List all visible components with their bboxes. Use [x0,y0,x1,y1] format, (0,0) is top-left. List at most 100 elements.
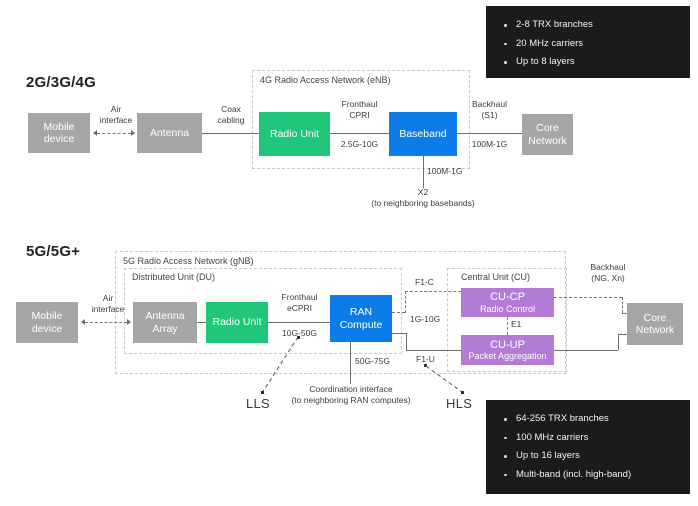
link-backhaul-s1-label: Backhaul (S1) [457,99,522,120]
hls-anchor-dot [424,364,427,367]
node-core-network-5g: Core Network [627,303,683,345]
air-arrow-left-4g [93,130,97,136]
link-fronthaul-rate-5g: 10G-50G [282,328,317,338]
node-label-line2: device [43,133,75,145]
caption-line2: (NG, Xn) [591,272,625,283]
node-label-line1: RAN [349,306,373,319]
node-label-line1: CU-CP [490,291,525,303]
caption-line1: Coordination interface [309,384,393,394]
link-f1c-label: F1-C [415,277,434,287]
node-mobile-device-5g: Mobile device [16,302,78,343]
link-fronthaul-ecpri-label: Fronthaul eCPRI [269,292,330,313]
link-coordination-line [350,342,351,384]
link-backhaul-cp-stub [622,313,628,314]
node-label-line2: Network [635,324,675,336]
caption-line2: interface [99,114,133,125]
node-antenna-array-5g: Antenna Array [133,302,197,343]
caption-line1: Coax [221,104,241,114]
caption-line1: X2 [417,187,429,197]
link-coax-label: Coax cabling [202,104,260,125]
caption-line2: CPRI [349,109,370,120]
link-f1u-riser [406,333,407,350]
link-backhaul-up-line [554,350,618,351]
link-f1c-stub [392,312,405,313]
link-backhaul-up-stub [618,334,628,335]
cu-group-boundary [447,268,567,372]
cu-group-label: Central Unit (CU) [459,272,533,282]
link-backhaul-cp-line [554,297,622,298]
list-item: 20 MHz carriers [502,35,678,54]
link-f1c-rate: 1G-10G [410,314,441,324]
link-x2-label: X2 (to neighboring basebands) [333,187,513,208]
node-label-line2: Network [528,134,567,147]
link-coordination-rate: 50G-75G [355,356,390,366]
legacy-spec-panel: 2-8 TRX branches 20 MHz carriers Up to 8… [486,6,690,78]
link-e1-line [507,317,508,335]
node-cu-cp: CU-CP Radio Control [461,288,554,317]
enb-group-label: 4G Radio Access Network (eNB) [258,75,393,85]
link-backhaul-rate-4g: 100M-1G [471,139,508,149]
link-backhaul-line-4g [457,133,522,134]
node-baseband-4g: Baseband [389,112,457,156]
node-label-line2: device [31,322,63,335]
link-f1u-line [406,350,461,351]
link-fronthaul-line-4g [330,133,389,134]
link-antenna-to-radio-5g [197,322,206,323]
node-label-line1: Radio Unit [212,316,262,329]
link-f1u-stub [392,333,406,334]
caption-line1: Air [102,293,114,303]
link-backhaul-up-riser [618,334,619,350]
node-label-line1: Antenna [149,126,190,139]
node-label-line2: Compute [339,318,383,331]
link-e1-label: E1 [511,319,522,329]
node-label-line1: CU-UP [490,338,525,351]
list-item: 2-8 TRX branches [502,16,678,35]
link-f1c-line [405,291,461,292]
caption-line1: Fronthaul [281,292,318,302]
lls-label: LLS [246,396,271,411]
node-label-line1: Mobile [43,120,75,133]
link-backhaul-cp-riser [622,297,623,313]
lls-label-dot [261,391,264,394]
caption-line2: (to neighboring RAN computes) [291,394,411,405]
node-radio-unit-5g: Radio Unit [206,302,268,343]
caption-line1: Backhaul [590,262,626,272]
gnb-group-boundary [115,251,566,374]
caption-line1: Backhaul [472,99,507,109]
lls-anchor-dot [297,336,300,339]
caption-line2: interface [91,303,125,314]
node-label-line2: Array [152,322,178,335]
fiveg-spec-panel: 64-256 TRX branches 100 MHz carriers Up … [486,400,690,494]
hls-label: HLS [446,396,473,411]
hls-leader-line [425,365,463,393]
hls-label-dot [461,391,464,394]
du-group-label: Distributed Unit (DU) [130,272,218,282]
node-label-line2: Packet Aggregation [468,351,547,362]
node-label-line1: Antenna [145,310,185,323]
list-item: Up to 16 layers [502,447,678,466]
link-x2-rate: 100M-1G [427,166,463,176]
node-label-line1: Baseband [399,127,447,140]
du-group-boundary [124,268,402,354]
link-coordination-label: Coordination interface (to neighboring R… [277,384,425,405]
gnb-group-label: 5G Radio Access Network (gNB) [121,256,256,266]
node-label-line1: Core [536,122,559,135]
link-f1u-label: F1-U [416,354,435,364]
caption-line1: Fronthaul [341,99,378,109]
air-arrow-right-5g [127,319,131,325]
list-item: Multi-band (incl. high-band) [502,466,678,485]
caption-line2: (S1) [481,109,498,120]
air-arrow-left-5g [81,319,85,325]
link-f1c-riser [405,291,406,313]
lls-leader-line [261,336,299,394]
air-dashed-line-5g [85,322,127,323]
caption-line2: (to neighboring basebands) [371,197,475,208]
link-fronthaul-rate-4g: 2.5G-10G [340,139,379,149]
fiveg-spec-list: 64-256 TRX branches 100 MHz carriers Up … [502,410,678,484]
node-label-line1: Mobile [31,310,63,323]
caption-line1: Air [110,104,122,114]
node-mobile-device-4g: Mobile device [28,113,90,153]
node-cu-up: CU-UP Packet Aggregation [461,335,554,365]
list-item: Up to 8 layers [502,53,678,72]
node-ran-compute: RAN Compute [330,295,392,342]
